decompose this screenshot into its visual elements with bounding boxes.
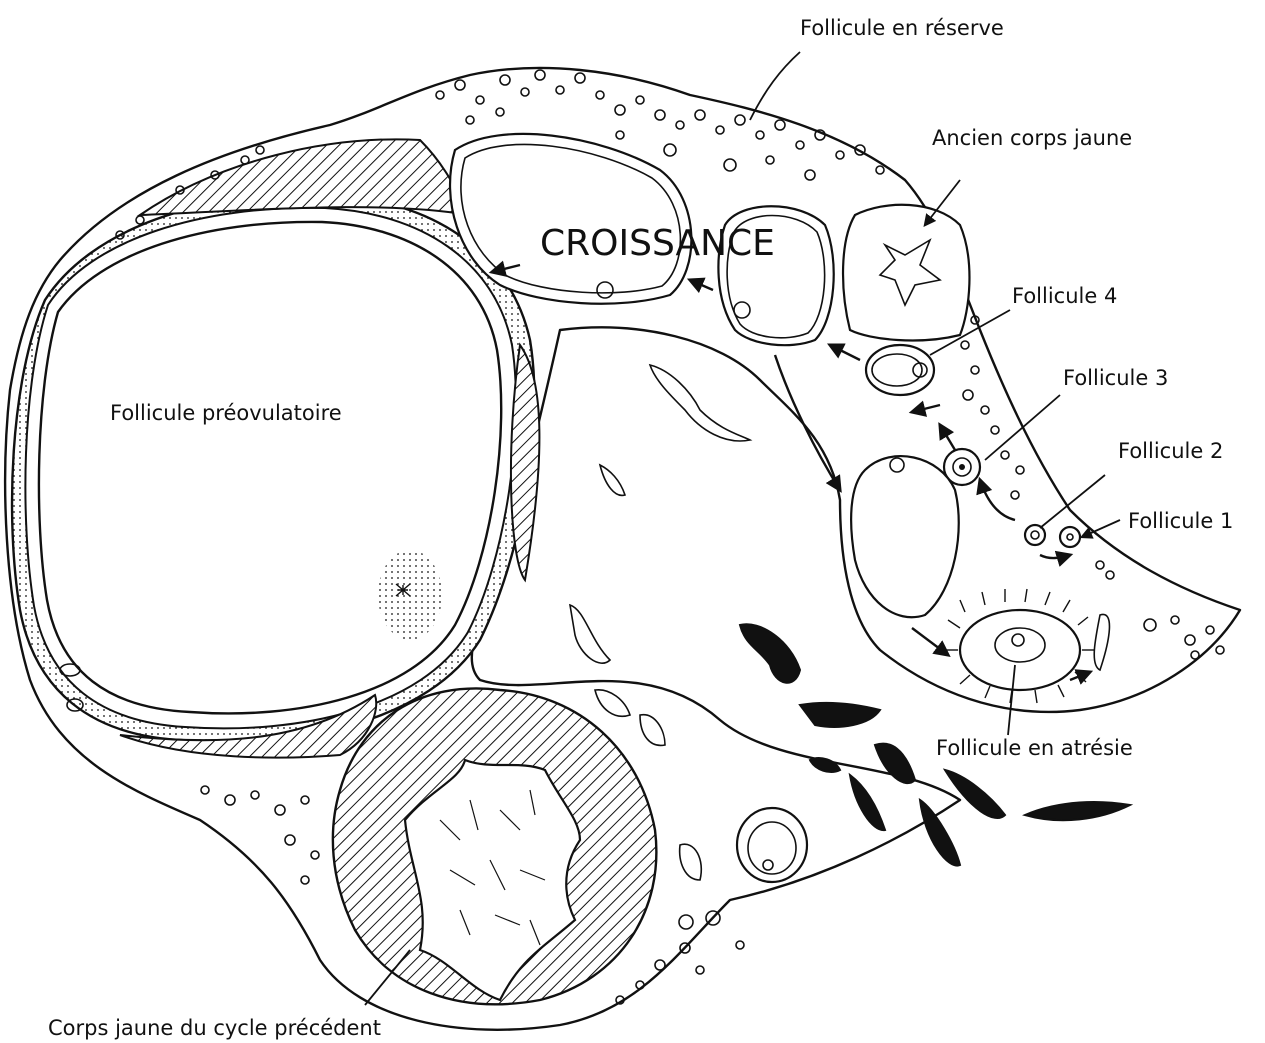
label-follicule-4: Follicule 4 [1012,284,1117,308]
label-follicule-1: Follicule 1 [1128,509,1233,533]
label-corps-jaune-precedent: Corps jaune du cycle précédent [48,1016,381,1040]
small-follicle-bottom [737,808,807,882]
previous-corpus-luteum [333,688,657,1004]
follicle-1 [1060,527,1080,547]
title-croissance: CROISSANCE [540,223,775,264]
follicle-4 [866,345,934,395]
label-follicule-preovulatoire: Follicule préovulatoire [110,401,342,425]
label-follicule-reserve: Follicule en réserve [800,16,1004,40]
label-ancien-corps-jaune: Ancien corps jaune [932,126,1132,150]
old-corpus-luteum [843,205,969,341]
label-follicule-3: Follicule 3 [1063,366,1168,390]
label-follicule-atresie: Follicule en atrésie [936,736,1133,760]
follicle-2 [1025,525,1045,545]
antral-follicle-lower [851,456,959,617]
label-follicule-2: Follicule 2 [1118,439,1223,463]
atretic-follicle [945,589,1095,703]
